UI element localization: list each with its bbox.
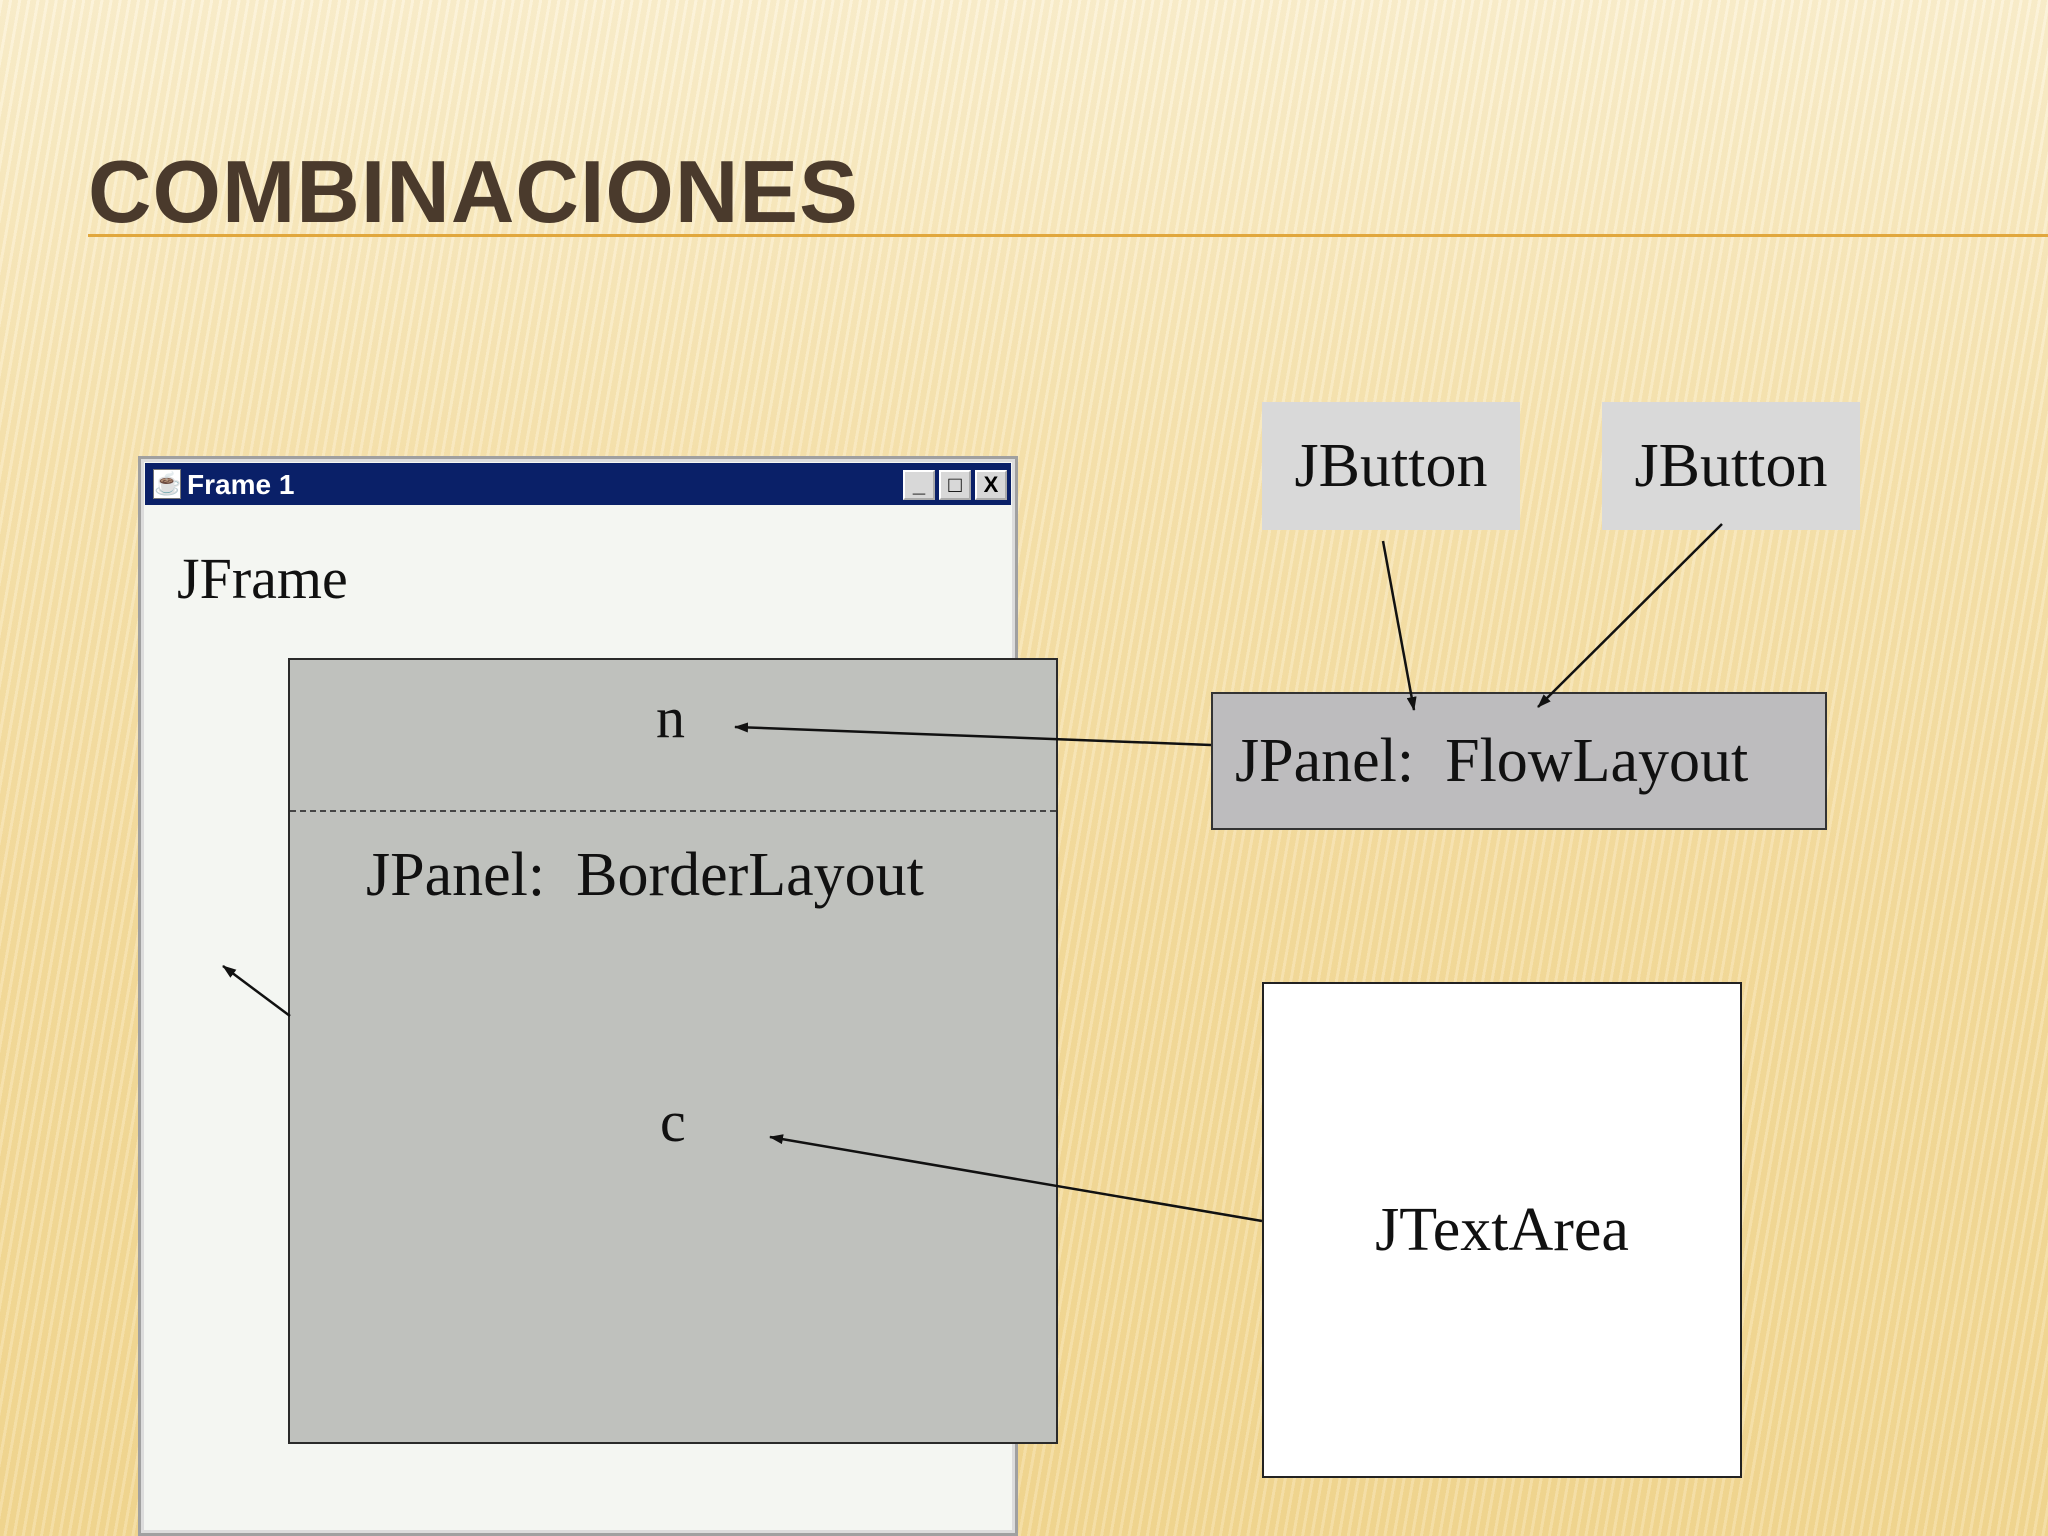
- arrow-textarea-to-center: [769, 1134, 1263, 1223]
- slide-title: COMBINACIONES: [88, 142, 859, 241]
- north-region-divider: [290, 810, 1056, 812]
- arrow-flowpanel-to-north: [734, 722, 1212, 747]
- arrow-button2-to-flowpanel: [1537, 523, 1723, 708]
- border-layout-label: JPanel: BorderLayout: [366, 841, 924, 909]
- north-region-label: n: [656, 685, 685, 750]
- java-cup-icon: ☕: [153, 469, 181, 499]
- center-region-label: c: [660, 1089, 686, 1154]
- minimize-button[interactable]: _: [903, 470, 935, 500]
- jbutton-2: JButton: [1602, 402, 1860, 530]
- maximize-button[interactable]: □: [939, 470, 971, 500]
- border-layout-panel: n JPanel: BorderLayout c: [288, 658, 1058, 1444]
- arrow-button1-to-flowpanel: [1381, 540, 1417, 711]
- window-titlebar[interactable]: ☕ Frame 1 _ □ X: [145, 463, 1011, 505]
- window-title: Frame 1: [187, 469, 295, 500]
- flow-layout-panel: JPanel: FlowLayout: [1211, 692, 1827, 830]
- title-underline: [88, 234, 2048, 237]
- close-button[interactable]: X: [975, 470, 1007, 500]
- jtextarea-box: JTextArea: [1262, 982, 1742, 1478]
- jbutton-1: JButton: [1262, 402, 1520, 530]
- jframe-label: JFrame: [177, 546, 348, 611]
- arrow-panel-to-frame: [222, 964, 291, 1018]
